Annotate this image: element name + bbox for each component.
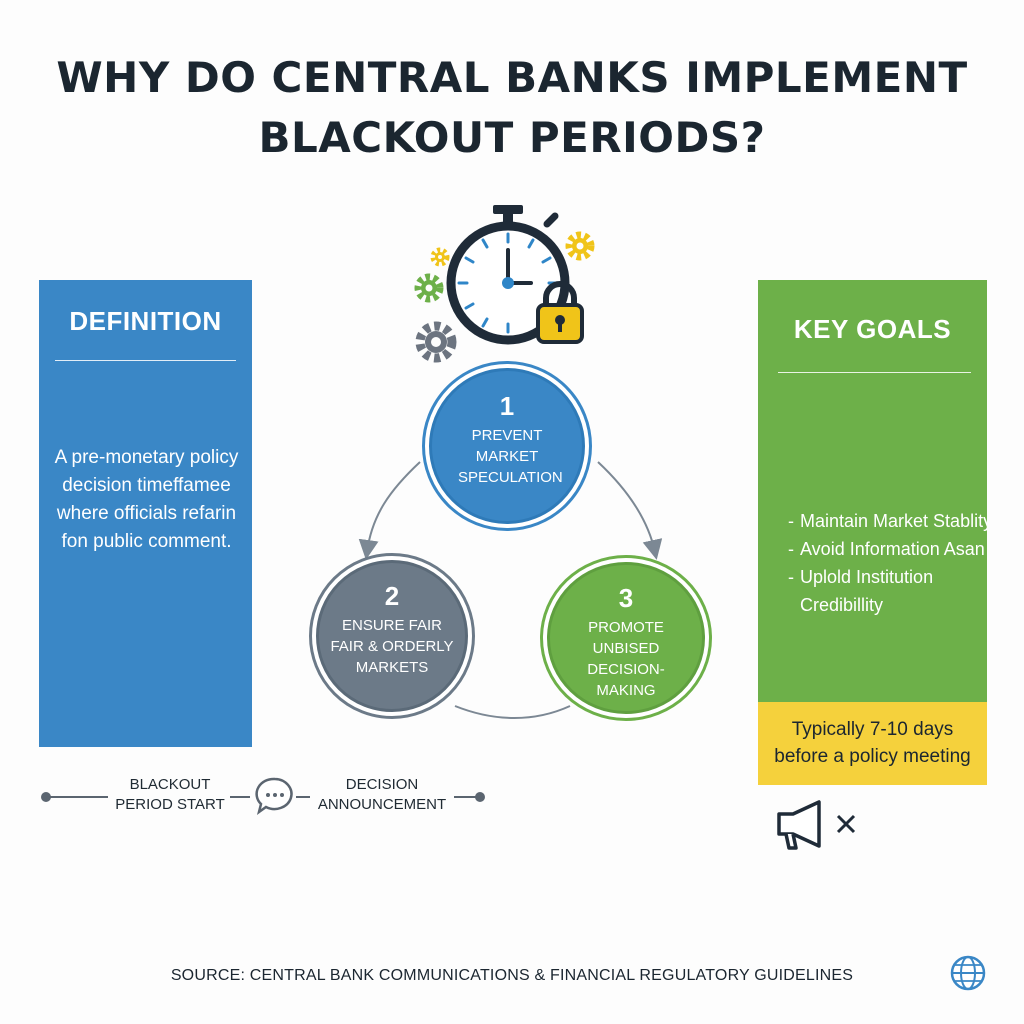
callout-line-2: before a policy meeting xyxy=(774,746,971,767)
step-number: 2 xyxy=(384,581,400,611)
key-goals-heading: KEY GOALS xyxy=(793,314,952,344)
title-line-1: WHY DO CENTRAL BANKS IMPLEMENT xyxy=(56,53,968,102)
step-number: 3 xyxy=(618,583,634,613)
globe-icon xyxy=(950,955,986,991)
padlock-icon xyxy=(536,281,584,344)
step-label: ENSURE FAIR FAIR & ORDERLY MARKETS xyxy=(330,617,454,676)
timeline-start-label: BLACKOUT PERIOD START xyxy=(115,776,225,813)
arrow-1-to-3 xyxy=(597,461,663,560)
timeline-end-label: DECISION ANNOUNCEMENT xyxy=(317,776,447,813)
step-number: 1 xyxy=(499,391,515,421)
muted-megaphone-icon xyxy=(777,800,856,850)
key-goal-item: -Maintain Market Stablity xyxy=(788,511,987,531)
title-line-2: BLACKOUT PERIODS? xyxy=(258,113,766,162)
key-goals-divider xyxy=(778,372,971,373)
speech-bubble-icon xyxy=(255,777,293,815)
step-circle-2: 2 ENSURE FAIR FAIR & ORDERLY MARKETS xyxy=(309,553,475,719)
key-goal-item: -Uplold Institution Credibillity xyxy=(788,567,934,615)
definition-divider xyxy=(55,360,236,361)
gear-green-icon xyxy=(414,273,444,303)
gear-yellow-icon xyxy=(565,231,595,261)
stopwatch-illustration xyxy=(414,205,595,363)
callout-line-1: Typically 7-10 days xyxy=(791,719,954,740)
arc-2-to-3 xyxy=(454,705,571,719)
step-label: PREVENT MARKET SPECULATION xyxy=(458,427,563,486)
gear-yellow-small-icon xyxy=(430,247,450,267)
definition-text: A pre-monetary policy decision timeffame… xyxy=(54,447,239,552)
step-label: PROMOTE UNBISED DECISION-MAKING xyxy=(587,619,665,699)
key-goals-list: -Maintain Market Stablity -Avoid Informa… xyxy=(788,507,987,619)
gear-icon xyxy=(415,321,457,363)
key-goal-item: -Avoid Information Asan xyxy=(788,539,985,559)
key-goals-panel: KEY GOALS -Maintain Market Stablity -Avo… xyxy=(758,280,987,702)
page-title: WHY DO CENTRAL BANKS IMPLEMENT BLACKOUT … xyxy=(0,48,1024,168)
step-circle-3: 3 PROMOTE UNBISED DECISION-MAKING xyxy=(540,555,712,721)
step-circle-1: 1 PREVENT MARKET SPECULATION xyxy=(422,361,592,531)
source-footnote: SOURCE: CENTRAL BANK COMMUNICATIONS & FI… xyxy=(170,967,854,984)
definition-heading: DEFINITION xyxy=(69,306,222,336)
definition-panel: DEFINITION A pre-monetary policy decisio… xyxy=(39,280,252,747)
timing-callout: Typically 7-10 days before a policy meet… xyxy=(758,702,987,785)
arrow-1-to-2 xyxy=(358,461,421,560)
